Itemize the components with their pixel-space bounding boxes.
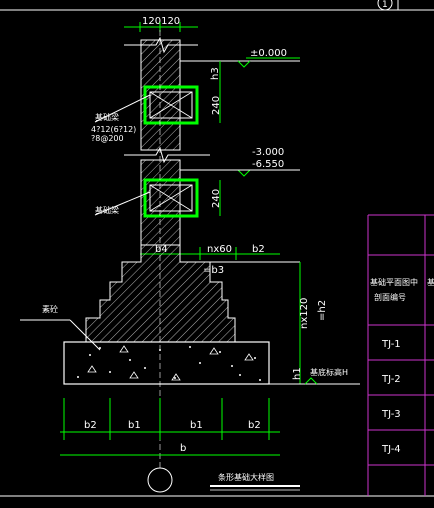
upper-beam-inner [149, 91, 193, 119]
dim-b1-right-label: b1 [190, 420, 203, 431]
lower-wall [140, 159, 181, 246]
drawing-title: 条形基础大样图 [218, 472, 274, 482]
table-row-tj4: TJ-4 [381, 444, 401, 455]
beam-label-upper: 基础梁 [95, 112, 119, 122]
dim-h3-label: h3 [210, 67, 221, 80]
break-symbol-mid [124, 146, 210, 164]
concrete-triangles [87, 345, 254, 381]
corner-marker-label: 1 [382, 0, 388, 10]
beam-rebar-line1: 4?12(6?12) [91, 125, 136, 134]
elev-minus1-label: -3.000 [252, 147, 284, 158]
dim-b2-left-label: b2 [84, 420, 97, 431]
table-row-tj3: TJ-3 [381, 409, 401, 420]
base-elev-triangle [304, 377, 318, 385]
elev-minus-triangle [237, 169, 251, 177]
dim-b-label: b [180, 443, 186, 454]
break-symbol-top [124, 36, 198, 54]
dim-top-label: 120120 [142, 16, 180, 27]
dim-240-lower-label: 240 [211, 189, 222, 208]
dim-nx60-label: nx60 [207, 244, 232, 255]
axis-bubble [147, 467, 173, 493]
base-elev-label: 基底标高H [310, 367, 348, 377]
upper-beam [143, 85, 199, 125]
reinforcement-table [367, 214, 434, 496]
dim-h1-label: h1 [292, 367, 303, 380]
lower-beam-inner [149, 184, 193, 212]
table-header-col1-line2: 剖面编号 [374, 292, 406, 302]
table-row-tj2: TJ-2 [381, 374, 401, 385]
table-row-tj1: TJ-1 [381, 339, 401, 350]
upper-beam-diag2 [149, 91, 193, 119]
pile-leader-diag [69, 319, 101, 351]
elev-zero-label: ±0.000 [250, 48, 287, 59]
dim-b1-left-label: b1 [128, 420, 141, 431]
dim-b3-label: =b3 [203, 265, 224, 276]
dim-b2-top-label: b2 [252, 244, 265, 255]
table-header-col1-line1: 基础平面图中 [370, 277, 418, 287]
dim-nx120-label: nx120 [299, 298, 310, 329]
elev-minus2-label: -6.550 [252, 159, 284, 170]
concrete-base [63, 341, 270, 385]
pile-label: 素砼 [42, 304, 58, 314]
table-header-col2: 基 [427, 277, 434, 287]
stepped-footing [85, 244, 236, 343]
concrete-speckles [77, 346, 261, 381]
beam-leader-upper [94, 94, 151, 123]
beam-leader-lower [94, 191, 151, 216]
lower-beam-diag2 [149, 184, 193, 212]
upper-wall [140, 39, 181, 151]
dim-240-upper-label: 240 [211, 96, 222, 115]
beam-rebar-line2: ?8@200 [91, 134, 124, 143]
dim-b2-right-label: b2 [248, 420, 261, 431]
corner-marker-circle [377, 0, 393, 11]
dim-h2-label: =h2 [317, 300, 328, 321]
lower-beam [143, 178, 199, 218]
elev-zero-triangle [237, 60, 251, 68]
